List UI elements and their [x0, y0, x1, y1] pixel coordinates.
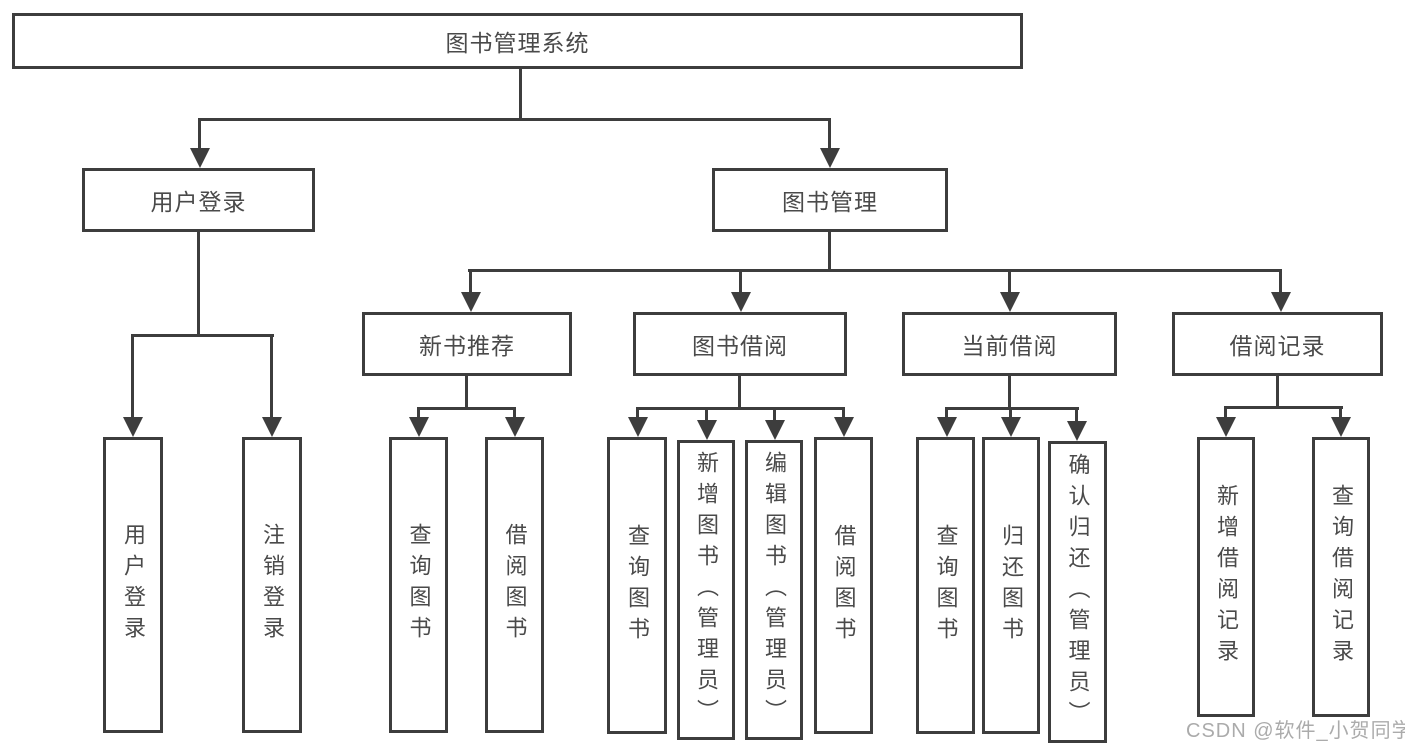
arrow-down-icon [1215, 409, 1236, 437]
connector-line [468, 269, 1282, 272]
arrow-stem [842, 410, 845, 417]
arrow-stem [1009, 410, 1012, 417]
arrow-stem [1339, 409, 1342, 417]
arrow-tip [1000, 417, 1021, 437]
arrow-tip [936, 417, 957, 437]
arrow-tip [764, 420, 785, 440]
connector-line [636, 407, 845, 410]
arrow-tip [504, 417, 525, 437]
arrow-down-icon [627, 410, 648, 437]
arrow-tip [833, 417, 854, 437]
arrow-down-icon [819, 121, 840, 168]
arrow-tip [730, 292, 751, 312]
arrow-tip [1066, 421, 1087, 441]
node-root: 图书管理系统 [12, 13, 1023, 69]
arrow-tip [122, 417, 143, 437]
connector-line [1224, 406, 1343, 409]
arrow-stem [270, 337, 273, 417]
node-new-books: 新书推荐 [362, 312, 572, 376]
arrow-down-icon [504, 410, 525, 437]
arrow-stem [1075, 410, 1078, 421]
connector-line [1008, 376, 1011, 409]
arrow-tip [999, 292, 1020, 312]
arrow-down-icon [1000, 410, 1021, 437]
leaf-user-login: 用户登录 [103, 437, 163, 733]
arrow-down-icon [730, 272, 751, 312]
arrow-down-icon [189, 121, 210, 168]
arrow-down-icon [999, 272, 1020, 312]
node-book-borrow: 图书借阅 [633, 312, 847, 376]
arrow-stem [945, 410, 948, 417]
leaf-current-query: 查询图书 [916, 437, 975, 734]
arrow-down-icon [833, 410, 854, 437]
arrow-stem [1279, 272, 1282, 292]
arrow-down-icon [261, 337, 282, 437]
arrow-tip [460, 292, 481, 312]
arrow-down-icon [936, 410, 957, 437]
arrow-tip [1215, 417, 1236, 437]
arrow-tip [189, 148, 210, 168]
arrow-stem [513, 410, 516, 417]
leaf-borrow-query: 查询图书 [607, 437, 667, 734]
arrow-down-icon [1066, 410, 1087, 441]
arrow-stem [773, 410, 776, 420]
node-user-login: 用户登录 [82, 168, 315, 232]
arrow-down-icon [460, 272, 481, 312]
connector-line [197, 232, 200, 336]
arrow-tip [696, 420, 717, 440]
arrow-stem [1008, 272, 1011, 292]
arrow-stem [198, 121, 201, 148]
arrow-down-icon [122, 337, 143, 437]
connector-line [828, 232, 831, 271]
leaf-borrow-edit-admin: 编辑图书（管理员） [745, 440, 803, 740]
arrow-tip [261, 417, 282, 437]
leaf-records-add: 新增借阅记录 [1197, 437, 1255, 717]
leaf-borrow-add-admin: 新增图书（管理员） [677, 440, 735, 740]
leaf-logout: 注销登录 [242, 437, 302, 733]
arrow-tip [627, 417, 648, 437]
node-book-mgmt: 图书管理 [712, 168, 948, 232]
arrow-tip [1330, 417, 1351, 437]
arrow-stem [131, 337, 134, 417]
arrow-stem [828, 121, 831, 148]
connector-line [1276, 376, 1279, 408]
arrow-tip [408, 417, 429, 437]
arrow-stem [1224, 409, 1227, 417]
leaf-current-confirm-admin: 确认归还（管理员） [1048, 441, 1107, 743]
connector-line [945, 407, 1079, 410]
csdn-watermark: CSDN @软件_小贺同学 [1186, 720, 1405, 742]
connector-line [131, 334, 274, 337]
arrow-stem [705, 410, 708, 420]
connector-line [465, 376, 468, 409]
leaf-current-return: 归还图书 [982, 437, 1040, 734]
arrow-down-icon [408, 410, 429, 437]
arrow-tip [819, 148, 840, 168]
connector-line [198, 118, 831, 121]
leaf-newbooks-borrow: 借阅图书 [485, 437, 544, 733]
connector-line [519, 69, 522, 120]
arrow-stem [469, 272, 472, 292]
arrow-down-icon [764, 410, 785, 440]
leaf-records-query: 查询借阅记录 [1312, 437, 1370, 717]
arrow-down-icon [1270, 272, 1291, 312]
connector-line [417, 407, 516, 410]
node-current-borrow: 当前借阅 [902, 312, 1117, 376]
arrow-down-icon [1330, 409, 1351, 437]
node-borrow-records: 借阅记录 [1172, 312, 1383, 376]
arrow-stem [739, 272, 742, 292]
arrow-stem [417, 410, 420, 417]
leaf-newbooks-query: 查询图书 [389, 437, 448, 733]
connector-line [738, 376, 741, 409]
leaf-borrow-borrow: 借阅图书 [814, 437, 873, 734]
arrow-down-icon [696, 410, 717, 440]
arrow-tip [1270, 292, 1291, 312]
arrow-stem [636, 410, 639, 417]
